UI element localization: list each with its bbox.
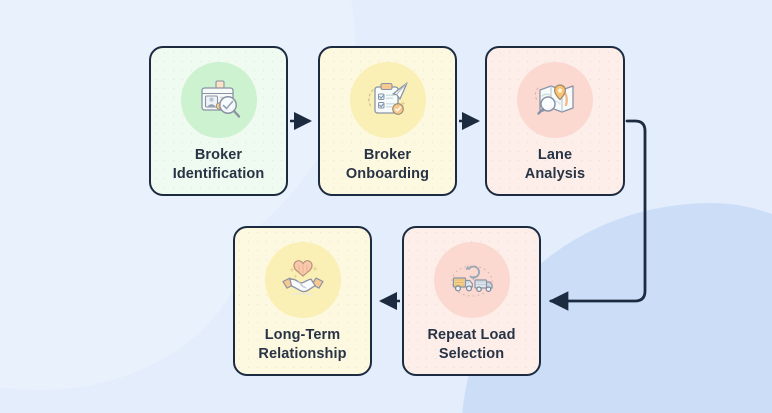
trucks-repeat-cycle-icon [450,265,493,297]
node-label-lane-analysis: Lane Analysis [524,147,586,183]
node-long-term-relationship[interactable]: Long-Term Relationship [233,226,372,376]
icon-circle-long-term-relationship [264,242,341,318]
clipboard-checklist-paperplane-icon [367,82,408,115]
icon-circle-broker-onboarding [349,62,426,138]
map-pin-magnifier-icon [534,84,574,115]
handshake-heart-icon [281,260,324,295]
node-label-repeat-load-selection: Repeat Load Selection [427,327,516,363]
node-repeat-load-selection[interactable]: Repeat Load Selection [402,226,541,376]
icon-circle-lane-analysis [517,62,593,138]
node-label-broker-identification: Broker Identification [172,147,265,183]
node-lane-analysis[interactable]: Lane Analysis [485,46,625,196]
node-broker-identification[interactable]: Broker Identification [149,46,288,196]
icon-circle-repeat-load-selection [433,242,510,318]
icon-circle-broker-identification [180,62,257,138]
node-label-long-term-relationship: Long-Term Relationship [258,327,347,363]
node-label-broker-onboarding: Broker Onboarding [345,147,430,183]
connector-lane-analysis-to-repeat-load-selection [548,119,647,311]
id-card-magnifier-icon [200,80,240,118]
node-broker-onboarding[interactable]: Broker Onboarding [318,46,457,196]
